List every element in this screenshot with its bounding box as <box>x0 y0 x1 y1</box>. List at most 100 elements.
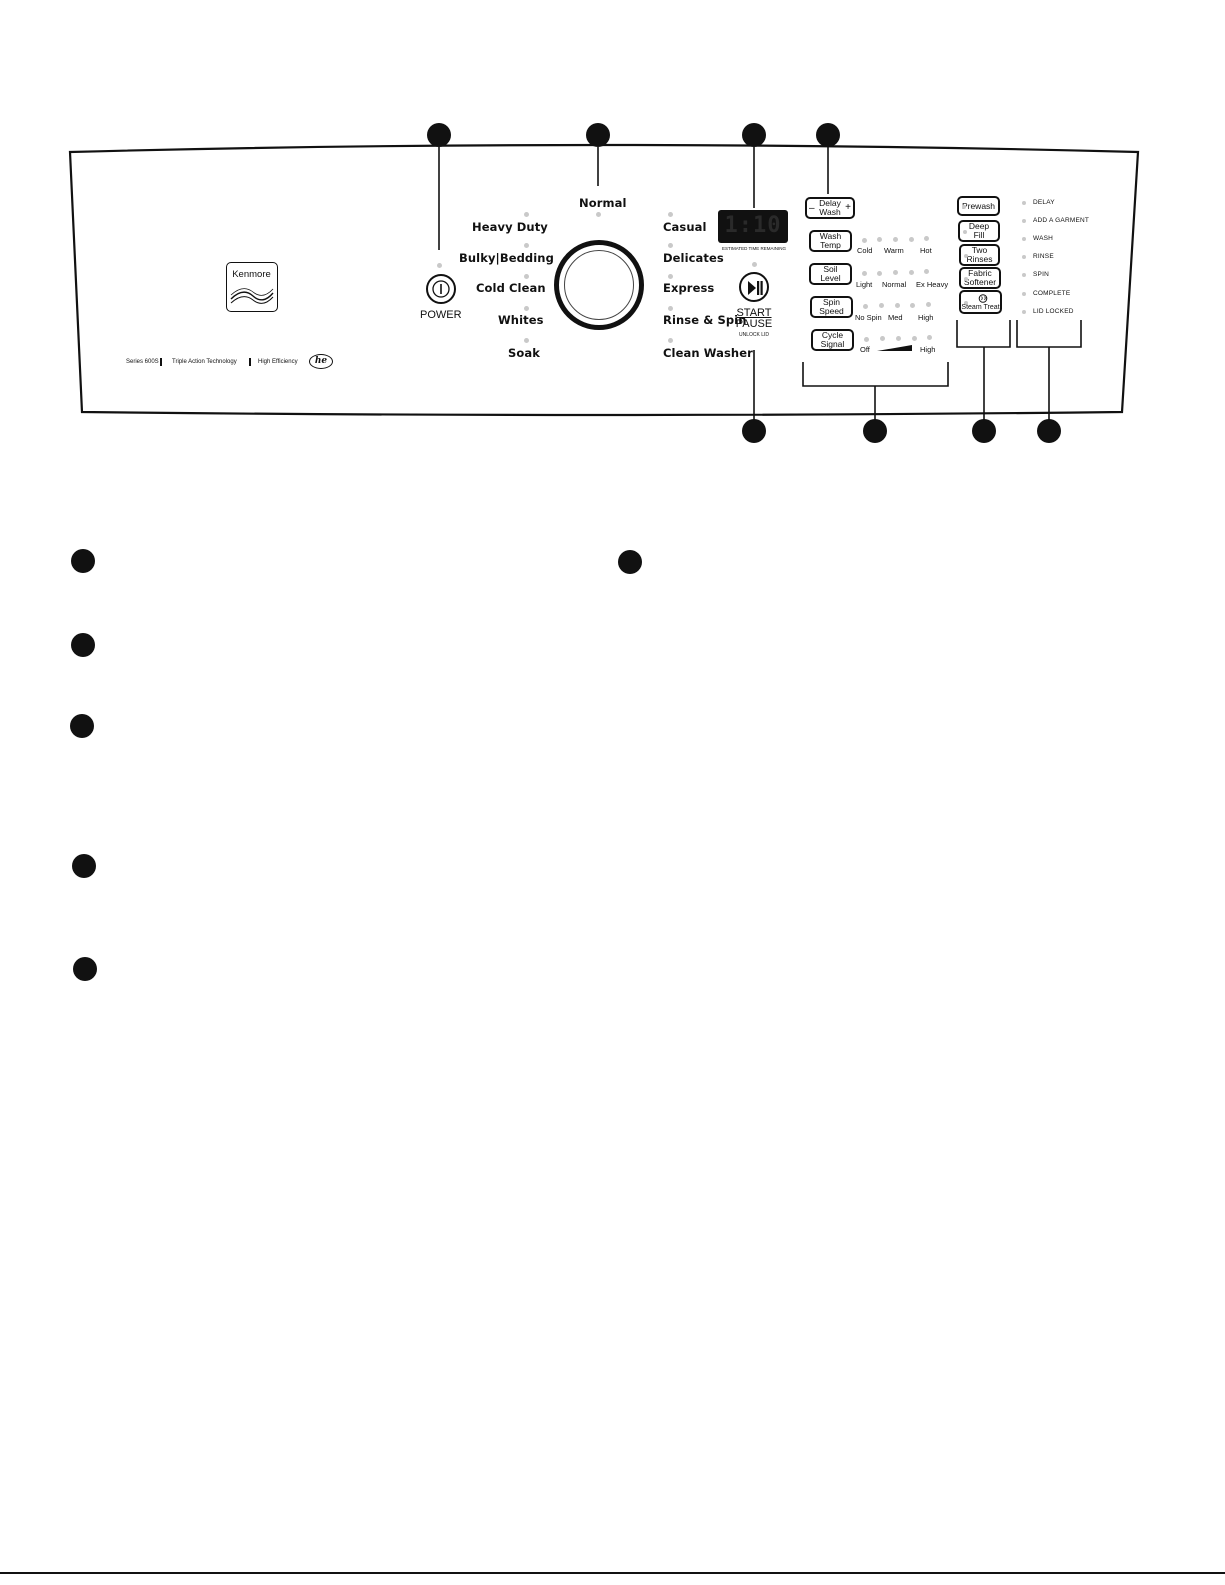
delay-minus[interactable]: – <box>809 203 815 214</box>
steam-treat-label: Steam Treat <box>961 303 1000 311</box>
start-indicator <box>752 262 757 267</box>
status-delay: DELAY <box>1033 199 1055 206</box>
cycle-indicator <box>668 306 673 311</box>
cycle-clean-washer[interactable]: Clean Washer <box>663 346 753 360</box>
two-rinses-button[interactable]: Two Rinses <box>959 244 1000 266</box>
cycle-heavy-duty[interactable]: Heavy Duty <box>472 220 548 234</box>
callout-marker-status <box>1037 419 1061 443</box>
cycle-signal-high: High <box>920 345 936 354</box>
spin-speed-high: High <box>918 313 934 322</box>
wave-icon <box>230 288 274 304</box>
spin-speed-no-spin: No Spin <box>855 313 882 322</box>
spin-speed-button[interactable]: Spin Speed <box>810 296 853 318</box>
prewash-label: Prewash <box>961 200 996 211</box>
status-wash: WASH <box>1033 235 1054 242</box>
fabric-softener-button[interactable]: Fabric Softener <box>959 267 1001 289</box>
cycle-rinse-spin[interactable]: Rinse & Spin <box>663 313 747 327</box>
cycle-whites[interactable]: Whites <box>498 313 544 327</box>
cycle-indicator <box>524 212 529 217</box>
soil-level-light: Light <box>856 280 873 289</box>
delay-plus[interactable]: + <box>845 202 851 213</box>
cycle-indicator <box>668 243 673 248</box>
delay-wash-button[interactable]: – Delay Wash + <box>805 197 855 219</box>
start-text: START <box>736 307 772 319</box>
steam-treat-button[interactable]: Steam Treat <box>959 290 1002 314</box>
he-label: High Efficiency <box>258 359 298 365</box>
prewash-button[interactable]: Prewash <box>957 196 1000 216</box>
bracket-status <box>1016 320 1082 348</box>
callout-marker-display <box>742 123 766 147</box>
soil-level-ex-heavy: Ex Heavy <box>916 280 949 289</box>
cycle-casual[interactable]: Casual <box>663 220 707 234</box>
power-icon <box>432 280 450 298</box>
bracket-options <box>956 320 1011 348</box>
wash-temp-button[interactable]: Wash Temp <box>809 230 852 252</box>
deep-fill-button[interactable]: Deep Fill <box>958 220 1000 242</box>
start-pause-button[interactable] <box>739 272 769 302</box>
callout-marker-power <box>427 123 451 147</box>
wash-temp-cold: Cold <box>857 246 873 255</box>
legend-marker-1 <box>71 549 95 573</box>
cycle-express[interactable]: Express <box>663 281 715 295</box>
divider <box>160 358 162 366</box>
cycle-indicator <box>524 274 529 279</box>
wash-temp-hot: Hot <box>920 246 932 255</box>
cycle-bulky-bedding[interactable]: Bulky|Bedding <box>459 251 554 265</box>
steam-icon <box>978 294 988 303</box>
unlock-lid-text: UNLOCK LID <box>738 332 769 338</box>
legend-marker-6 <box>73 957 97 981</box>
cycle-delicates[interactable]: Delicates <box>663 251 724 265</box>
wash-temp-warm: Warm <box>884 246 904 255</box>
status-add-garment: ADD A GARMENT <box>1033 217 1090 224</box>
deep-fill-label: Deep Fill <box>968 221 990 240</box>
divider <box>249 358 251 366</box>
callout-marker-delay-wash <box>816 123 840 147</box>
cycle-indicator <box>668 212 673 217</box>
series-label: Series 600S <box>126 359 159 365</box>
time-display: 1:10 <box>718 210 788 243</box>
panel-outline <box>68 143 1140 421</box>
cycle-soak[interactable]: Soak <box>508 346 540 360</box>
two-rinses-label: Two Rinses <box>966 245 993 264</box>
signal-ramp-icon <box>877 345 912 351</box>
cycle-cold-clean[interactable]: Cold Clean <box>476 281 546 295</box>
callout-marker-settings <box>863 419 887 443</box>
power-button[interactable] <box>426 274 456 304</box>
time-digits: 1:10 <box>724 213 782 238</box>
page-bottom-rule <box>0 1572 1225 1574</box>
kenmore-logo: Kenmore <box>226 262 278 312</box>
soil-level-button[interactable]: Soil Level <box>809 263 852 285</box>
legend-marker-2 <box>618 550 642 574</box>
cycle-indicator <box>668 338 673 343</box>
cycle-indicator <box>524 338 529 343</box>
delay-wash-label: Delay Wash <box>819 198 841 217</box>
logo-text: Kenmore <box>232 269 271 280</box>
play-pause-icon <box>748 281 763 295</box>
power-label: POWER <box>420 309 462 321</box>
time-caption: ESTIMATED TIME REMAINING <box>721 246 787 251</box>
legend-marker-5 <box>72 854 96 878</box>
cycle-selector-knob[interactable] <box>554 240 644 330</box>
status-spin: SPIN <box>1033 271 1049 278</box>
legend-marker-3 <box>71 633 95 657</box>
he-logo: he <box>309 354 333 369</box>
status-complete: COMPLETE <box>1033 290 1071 297</box>
cycle-signal-off: Off <box>860 345 870 354</box>
cycle-normal[interactable]: Normal <box>579 196 627 210</box>
callout-marker-cycle-selector <box>586 123 610 147</box>
cycle-indicator <box>596 212 601 217</box>
callout-marker-options <box>972 419 996 443</box>
spin-speed-med: Med <box>888 313 903 322</box>
callout-marker-start <box>742 419 766 443</box>
status-lid-locked: LID LOCKED <box>1033 308 1074 315</box>
cycle-signal-button[interactable]: Cycle Signal <box>811 329 854 351</box>
bracket-settings <box>802 362 949 387</box>
fabric-softener-label: Fabric Softener <box>963 268 997 287</box>
power-indicator <box>437 263 442 268</box>
tech-label: Triple Action Technology <box>172 359 237 365</box>
pause-text: PAUSE <box>735 318 773 330</box>
cycle-indicator <box>524 243 529 248</box>
soil-level-normal: Normal <box>882 280 907 289</box>
status-rinse: RINSE <box>1033 253 1054 260</box>
legend-marker-4 <box>70 714 94 738</box>
